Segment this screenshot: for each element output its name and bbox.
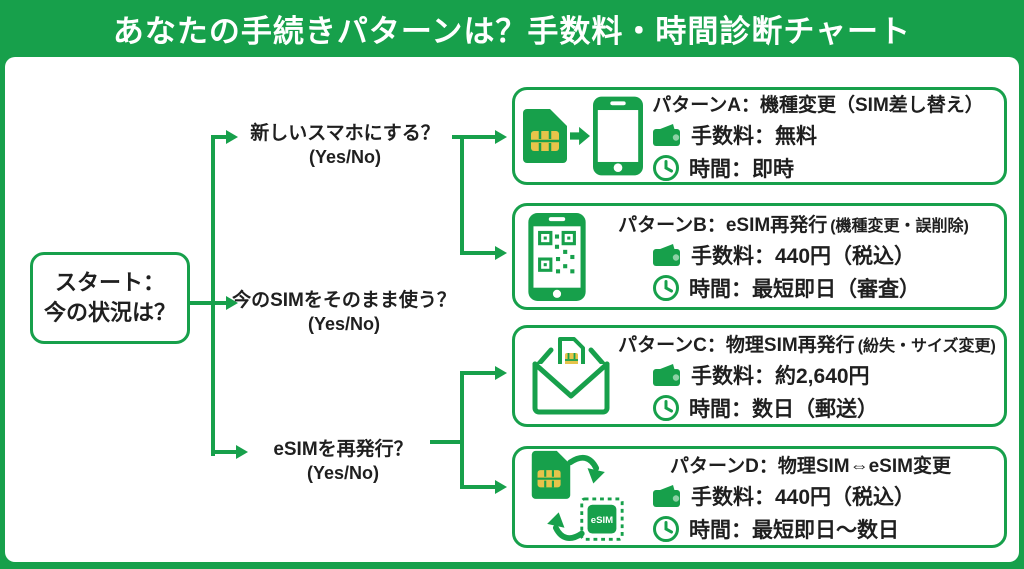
time-label: 時間：数日（郵送） <box>689 397 878 421</box>
arrowhead-pattern-a-icon <box>495 130 507 144</box>
pattern-title: パターンD：物理SIM⇔eSIM変更 <box>670 455 951 477</box>
pattern-c-text: パターンC：物理SIM再発行(紛失・サイズ変更) 手数料：約2,640円 時間：… <box>618 330 996 423</box>
pattern-b-text: パターンB：eSIM再発行(機種変更・誤削除) 手数料：440円（税込） 時間：… <box>591 210 996 303</box>
envelope-sim-icon <box>532 337 609 415</box>
time-row: 時間：最短即日～数日 <box>652 514 996 544</box>
arrowhead-pattern-c-icon <box>495 366 507 380</box>
wallet-icon <box>653 123 680 146</box>
connector-d-stub <box>460 485 496 489</box>
connector-b-stub <box>460 251 496 255</box>
fee-row: 手数料：約2,640円 <box>652 360 996 390</box>
fee-row: 手数料：440円（税込） <box>652 240 996 270</box>
esim-chip-label: eSIM <box>590 515 612 526</box>
page-title: あなたの手続きパターンは？手数料・時間診断チャート <box>112 14 912 49</box>
wallet-icon <box>653 244 680 266</box>
clock-icon <box>653 275 679 301</box>
pattern-d-icons: eSIM <box>523 447 628 547</box>
question-reissue-esim: eSIMを再発行？ (Yes/No) <box>250 438 436 485</box>
wallet-icon <box>653 363 680 386</box>
connector-cd-vertical <box>460 371 464 489</box>
clock-icon <box>653 394 679 421</box>
pattern-a-box: パターンA：機種変更（SIM差し替え） 手数料：無料 時間：即時 <box>512 87 1007 185</box>
fee-label: 手数料：無料 <box>691 124 817 148</box>
question-label: 新しいスマホにする？ <box>250 123 440 144</box>
connector-q3-stub <box>215 450 237 454</box>
start-box: スタート： 今の状況は？ <box>30 252 190 344</box>
fee-label: 手数料：440円（税込） <box>691 485 916 509</box>
time-row: 時間：即時 <box>652 153 996 183</box>
fee-label: 手数料：440円（税込） <box>691 245 916 268</box>
clock-icon <box>653 154 679 181</box>
pattern-c-box: パターンC：物理SIM再発行(紛失・サイズ変更) 手数料：約2,640円 時間：… <box>512 325 1007 427</box>
smartphone-qr-icon <box>528 212 586 301</box>
header-bar: あなたの手続きパターンは？手数料・時間診断チャート <box>0 0 1024 57</box>
pattern-title: パターンC：物理SIM再発行(紛失・サイズ変更) <box>618 334 996 356</box>
fee-row: 手数料：無料 <box>652 120 996 150</box>
arrowhead-q2-icon <box>226 296 238 310</box>
sim-esim-swap-icon: eSIM <box>531 450 624 542</box>
connector-q2-stub <box>215 301 227 305</box>
fee-label: 手数料：約2,640円 <box>691 364 870 388</box>
pattern-a-text: パターンA：機種変更（SIM差し替え） 手数料：無料 時間：即時 <box>643 90 996 183</box>
time-row: 時間：数日（郵送） <box>652 393 996 423</box>
question-yes-no: (Yes/No) <box>308 147 382 167</box>
smartphone-icon <box>593 96 643 176</box>
pattern-c-icons <box>523 334 618 418</box>
connector-ab-vertical <box>460 135 464 255</box>
time-row: 時間：最短即日（審査） <box>652 273 996 303</box>
time-label: 時間：最短即日（審査） <box>689 278 920 301</box>
pattern-a-icons <box>523 96 643 176</box>
connector-c-stub <box>460 371 496 375</box>
pattern-d-box: eSIM パターンD：物理SIM⇔eSIM変更 手数料：440円（税込） <box>512 446 1007 548</box>
sim-card-icon <box>523 109 567 163</box>
start-box-line2: 今の状況は？ <box>43 300 176 325</box>
arrowhead-pattern-b-icon <box>495 246 507 260</box>
clock-icon <box>653 515 679 542</box>
connector-q3-out <box>430 440 462 444</box>
pattern-b-box: パターンB：eSIM再発行(機種変更・誤削除) 手数料：440円（税込） 時間：… <box>512 203 1007 310</box>
start-box-line1: スタート： <box>54 270 165 296</box>
connector-start-out <box>190 301 213 305</box>
pattern-b-icons <box>523 212 591 301</box>
question-label: eSIMを再発行？ <box>273 439 413 460</box>
question-yes-no: (Yes/No) <box>306 463 380 483</box>
question-keep-current-sim: 今のSIMをそのまま使う？ (Yes/No) <box>222 289 466 336</box>
connector-q1-stub <box>215 135 227 139</box>
question-label: 今のSIMをそのまま使う？ <box>232 290 456 311</box>
arrowhead-pattern-d-icon <box>495 480 507 494</box>
connector-q1-out <box>452 135 496 139</box>
time-label: 時間：即時 <box>689 157 794 181</box>
question-new-smartphone: 新しいスマホにする？ (Yes/No) <box>238 122 452 169</box>
time-label: 時間：最短即日～数日 <box>689 518 899 542</box>
pattern-title: パターンA：機種変更（SIM差し替え） <box>652 94 984 116</box>
pattern-d-text: パターンD：物理SIM⇔eSIM変更 手数料：440円（税込） 時間：最短即日～… <box>628 451 996 544</box>
pattern-title: パターンB：eSIM再発行(機種変更・誤削除) <box>618 215 969 236</box>
arrow-right-icon <box>570 126 590 146</box>
connector-left-vertical <box>211 135 215 456</box>
arrowhead-q1-icon <box>226 130 238 144</box>
arrowhead-q3-icon <box>236 445 248 459</box>
question-yes-no: (Yes/No) <box>307 314 381 334</box>
fee-row: 手数料：440円（税込） <box>652 481 996 511</box>
wallet-icon <box>653 484 680 507</box>
